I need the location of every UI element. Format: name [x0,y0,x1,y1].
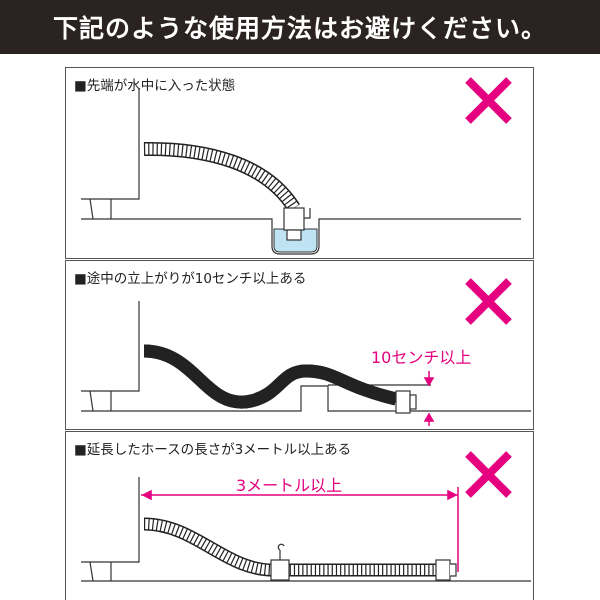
dimension-line [423,371,435,426]
hose-tip [283,207,311,241]
panel-title: ■途中の立上がりが10センチ以上ある [74,271,307,287]
dimension-label: 10センチ以上 [371,348,472,367]
wall-floor-lines [81,477,531,582]
scene-diagram [81,77,521,255]
dimension-line [141,487,459,572]
wall-floor-lines [81,88,521,255]
panel-title: ■延長したホースの長さが3メートル以上ある [74,442,352,458]
machine-foot [89,198,112,220]
hose [143,141,300,212]
panel-rise-over-10cm: ■途中の立上がりが10センチ以上ある 10センチ以上 [65,260,534,430]
panel-hose-over-3m: ■延長したホースの長さが3メートル以上ある 3メートル以上 [65,431,534,600]
dimension-label: 3メートル以上 [236,476,343,495]
hose-joint [270,543,457,581]
page-header: 下記のような使用方法はお避けください。 [0,0,600,54]
header-title: 下記のような使用方法はお避けください。 [52,14,547,43]
hose [144,351,396,402]
x-mark-icon [465,77,512,124]
panel-title: ■先端が水中に入った状態 [74,78,236,94]
hose-tip [395,390,417,414]
scene-diagram [81,451,531,582]
x-mark-icon [465,451,512,498]
panel-tip-submerged: ■先端が水中に入った状態 [65,67,534,259]
hose [143,517,446,577]
scene-diagram [81,278,531,426]
x-mark-icon [465,278,512,325]
